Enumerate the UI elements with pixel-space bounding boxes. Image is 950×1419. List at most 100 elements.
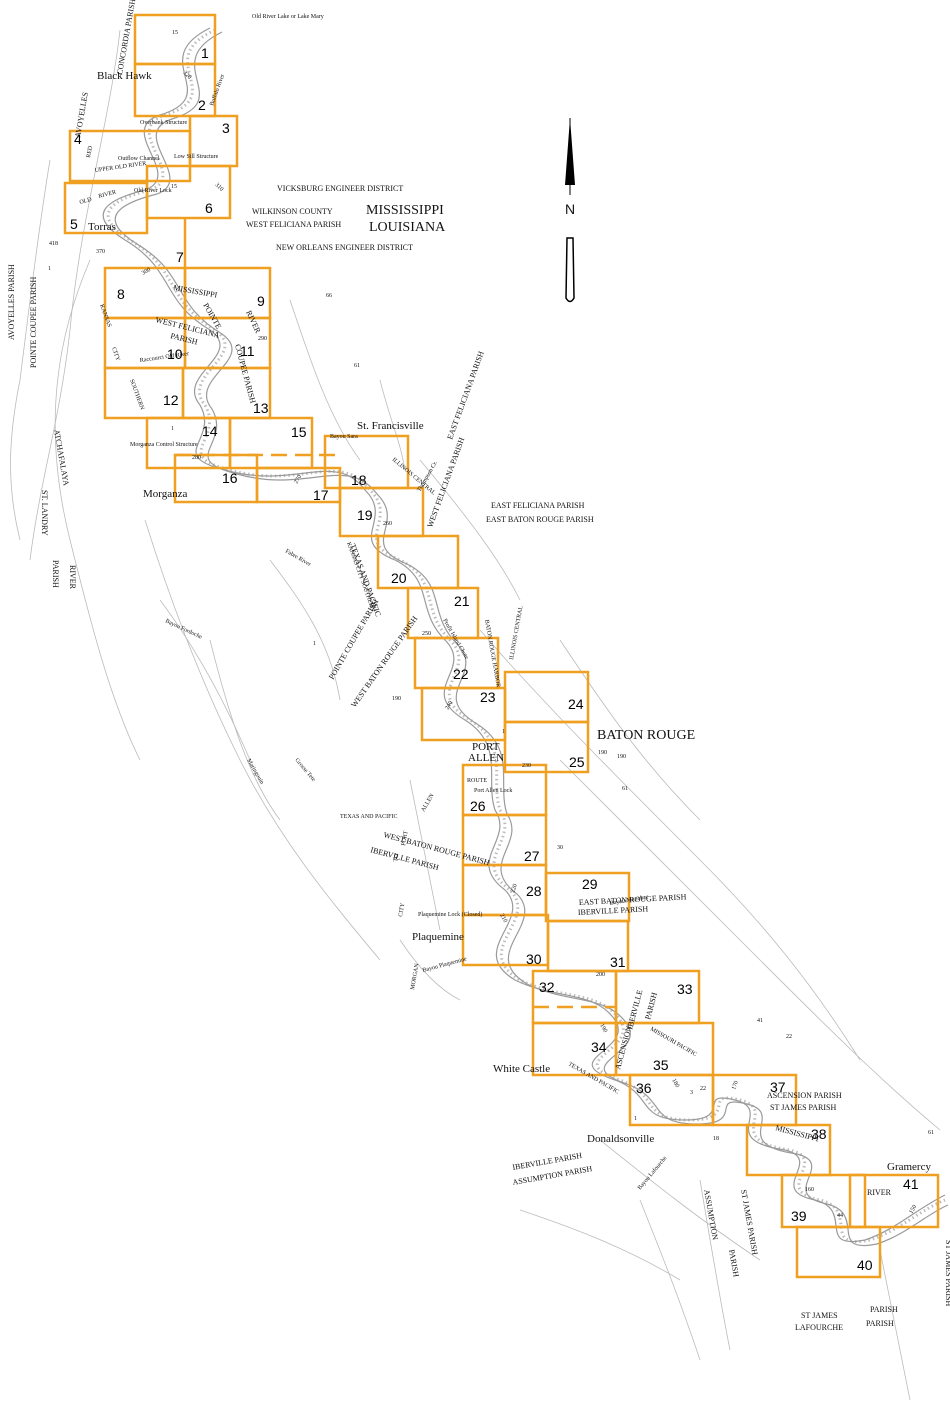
route-number: 190 — [617, 754, 626, 760]
sheet-label-15[interactable]: 15 — [291, 424, 307, 440]
river-label: RED — [86, 145, 94, 159]
sheet-label-37[interactable]: 37 — [770, 1079, 786, 1095]
parish-label: EAST FELICIANA PARISH — [491, 501, 585, 510]
sheet-label-14[interactable]: 14 — [202, 423, 218, 439]
parish-label: POINTE COUPEE PARISH — [29, 277, 38, 368]
sheet-label-6[interactable]: 6 — [205, 200, 213, 216]
sheet-label-20[interactable]: 20 — [391, 570, 407, 586]
river-label: Buffalo River — [208, 73, 226, 106]
sheet-label-16[interactable]: 16 — [222, 470, 238, 486]
sheet-label-31[interactable]: 31 — [610, 954, 626, 970]
parish-label: ST JAMES PARISH — [944, 1240, 950, 1306]
sheet-label-22[interactable]: 22 — [453, 666, 469, 682]
sheet-label-10[interactable]: 10 — [167, 346, 183, 362]
parish-label: PARISH — [727, 1249, 741, 1278]
river-label: Fabre River — [284, 549, 312, 568]
sheet-label-23[interactable]: 23 — [480, 689, 496, 705]
town-label: Plaquemine — [412, 931, 464, 943]
sheet-label-5[interactable]: 5 — [70, 216, 78, 232]
river-label: Bayou Fordoche — [164, 618, 203, 640]
road-label: ROUTE — [467, 778, 487, 784]
sheet-label-12[interactable]: 12 — [163, 392, 179, 408]
parish-label: PARISH — [870, 1305, 898, 1314]
sheet-outlines — [63, 13, 940, 1279]
sheet-label-9[interactable]: 9 — [257, 293, 265, 309]
route-number: 61 — [928, 1130, 934, 1136]
parish-label: ASCENSION PARISH — [767, 1091, 842, 1100]
route-number: 61 — [622, 786, 628, 792]
road-label: PORT — [401, 830, 410, 846]
sheet-outline-2[interactable] — [133, 62, 217, 118]
route-number: 22 — [700, 1086, 706, 1092]
sheet-outline-40[interactable] — [795, 1225, 882, 1279]
sheet-outline-17[interactable] — [255, 466, 342, 504]
route-number: 190 — [392, 696, 401, 702]
town-label: Black Hawk — [97, 70, 152, 82]
sheet-outline-4[interactable] — [68, 129, 192, 183]
sheet-label-18[interactable]: 18 — [351, 472, 367, 488]
road-label: TO — [393, 853, 400, 862]
sheet-label-40[interactable]: 40 — [857, 1257, 873, 1273]
state-label: LOUISIANA — [369, 220, 446, 235]
route-number: 1 — [171, 426, 174, 432]
sheet-label-4[interactable]: 4 — [74, 131, 82, 147]
structure-label: Old River Lock — [134, 188, 172, 194]
sheet-outline-6[interactable] — [145, 164, 232, 220]
sheet-label-29[interactable]: 29 — [582, 876, 598, 892]
sheet-label-8[interactable]: 8 — [117, 286, 125, 302]
river-label: RIVER — [68, 565, 77, 590]
sheet-label-36[interactable]: 36 — [636, 1080, 652, 1096]
parish-label: ASSUMPTION — [702, 1189, 720, 1241]
sheet-label-3[interactable]: 3 — [222, 120, 230, 136]
sheet-label-35[interactable]: 35 — [653, 1057, 669, 1073]
sheet-label-41[interactable]: 41 — [903, 1176, 919, 1192]
route-number: 22 — [786, 1034, 792, 1040]
route-number: 18 — [713, 1136, 719, 1142]
sheet-label-2[interactable]: 2 — [198, 97, 206, 113]
river-label: RIVER — [98, 189, 117, 199]
road-label: CITY — [398, 902, 406, 917]
sheet-label-30[interactable]: 30 — [526, 951, 542, 967]
parish-label: EAST BATON ROUGE PARISH — [486, 515, 594, 524]
river-label: ATCHAFALAYA — [52, 429, 71, 487]
sheet-label-32[interactable]: 32 — [539, 979, 555, 995]
river-mile: 220 — [510, 883, 519, 894]
sheet-outline-41[interactable] — [848, 1173, 940, 1229]
route-number: 15 — [172, 30, 178, 36]
sheet-label-39[interactable]: 39 — [791, 1208, 807, 1224]
town-label: ALLEN — [468, 752, 504, 764]
railroad-label: MISSOURI PACIFIC — [649, 1027, 698, 1059]
sheet-label-28[interactable]: 28 — [526, 883, 542, 899]
sheet-label-34[interactable]: 34 — [591, 1039, 607, 1055]
county-label: WILKINSON COUNTY — [252, 207, 333, 216]
sheet-label-11[interactable]: 11 — [240, 343, 255, 359]
sheet-numbers: 1 2 3 4 5 6 7 8 9 10 11 12 13 14 15 16 1… — [70, 45, 919, 1273]
state-label: MISSISSIPPI — [366, 203, 444, 218]
sheet-label-21[interactable]: 21 — [454, 593, 470, 609]
sheet-label-33[interactable]: 33 — [677, 981, 693, 997]
railroad-label: TEXAS AND PACIFIC — [340, 814, 397, 820]
river-mile-labels: 320 310 300 290 280 270 260 250 240 230 … — [141, 70, 918, 1215]
river-label: MISSISSIPPI — [173, 283, 219, 300]
sheet-label-19[interactable]: 19 — [357, 507, 373, 523]
lake-label: Old River Lake or Lake Mary — [252, 14, 324, 20]
railroad-label: KANSAS — [98, 304, 112, 329]
sheet-label-26[interactable]: 26 — [470, 798, 486, 814]
river-mile: 150 — [909, 1204, 919, 1215]
sheet-label-25[interactable]: 25 — [569, 754, 585, 770]
structure-label: Morganza Control Structure — [130, 442, 198, 448]
parish-label: IBERVILLE PARISH — [578, 904, 649, 917]
river-label: UPPER OLD RIVER — [94, 161, 146, 174]
sheet-label-24[interactable]: 24 — [568, 696, 584, 712]
town-label: Torras — [88, 221, 116, 233]
parish-label: LAFOURCHE — [795, 1323, 843, 1332]
sheet-label-7[interactable]: 7 — [176, 249, 184, 265]
parish-label: PARISH — [51, 560, 60, 588]
sheet-label-27[interactable]: 27 — [524, 848, 540, 864]
railroad-label: CITY — [110, 347, 121, 363]
sheet-label-38[interactable]: 38 — [811, 1126, 827, 1142]
sheet-label-1[interactable]: 1 — [201, 45, 209, 61]
sheet-label-13[interactable]: 13 — [253, 400, 269, 416]
sheet-label-17[interactable]: 17 — [313, 487, 329, 503]
river-mile: 280 — [192, 455, 201, 461]
